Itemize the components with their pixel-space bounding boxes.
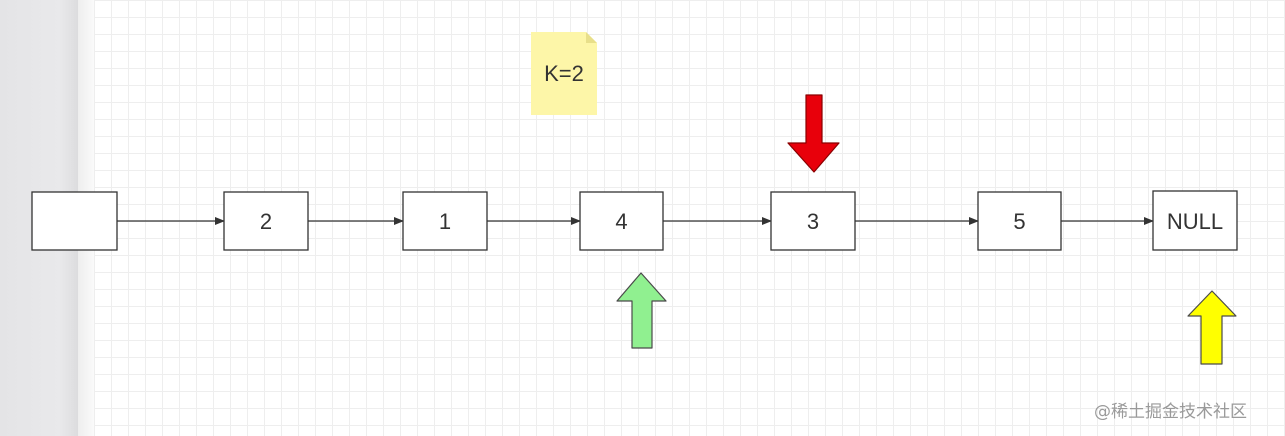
list-node-5: 5 <box>977 191 1062 251</box>
list-node-1: 1 <box>402 191 488 251</box>
node-label: 4 <box>615 209 627 234</box>
node-box <box>223 191 309 251</box>
list-node-4: 4 <box>579 191 664 251</box>
node-label: 3 <box>807 209 819 234</box>
green-pointer-arrow-icon <box>616 272 667 349</box>
node-box <box>1152 190 1238 251</box>
watermark-text: @稀土掘金技术社区 <box>1094 402 1247 422</box>
node-box <box>402 191 488 251</box>
node-box <box>579 191 664 251</box>
yellow-pointer-arrow-icon <box>1187 290 1237 365</box>
note-body <box>531 32 597 115</box>
list-node-head <box>31 191 118 251</box>
k-note: K=2 <box>531 32 597 115</box>
node-box <box>31 191 118 251</box>
node-label: 5 <box>1013 209 1025 234</box>
red-pointer-arrow-icon <box>787 94 840 173</box>
node-box <box>977 191 1062 251</box>
note-fold <box>586 32 597 43</box>
node-label: 1 <box>439 209 451 234</box>
list-node-null: NULL <box>1152 190 1238 251</box>
pointer-arrows <box>616 94 1237 365</box>
node-box <box>770 191 856 251</box>
node-label: 2 <box>260 209 272 234</box>
list-node-2: 2 <box>223 191 309 251</box>
note-text: K=2 <box>544 61 584 86</box>
list-nodes: 2 1 4 3 5 NULL <box>31 190 1238 251</box>
node-label: NULL <box>1167 209 1223 234</box>
list-node-3: 3 <box>770 191 856 251</box>
